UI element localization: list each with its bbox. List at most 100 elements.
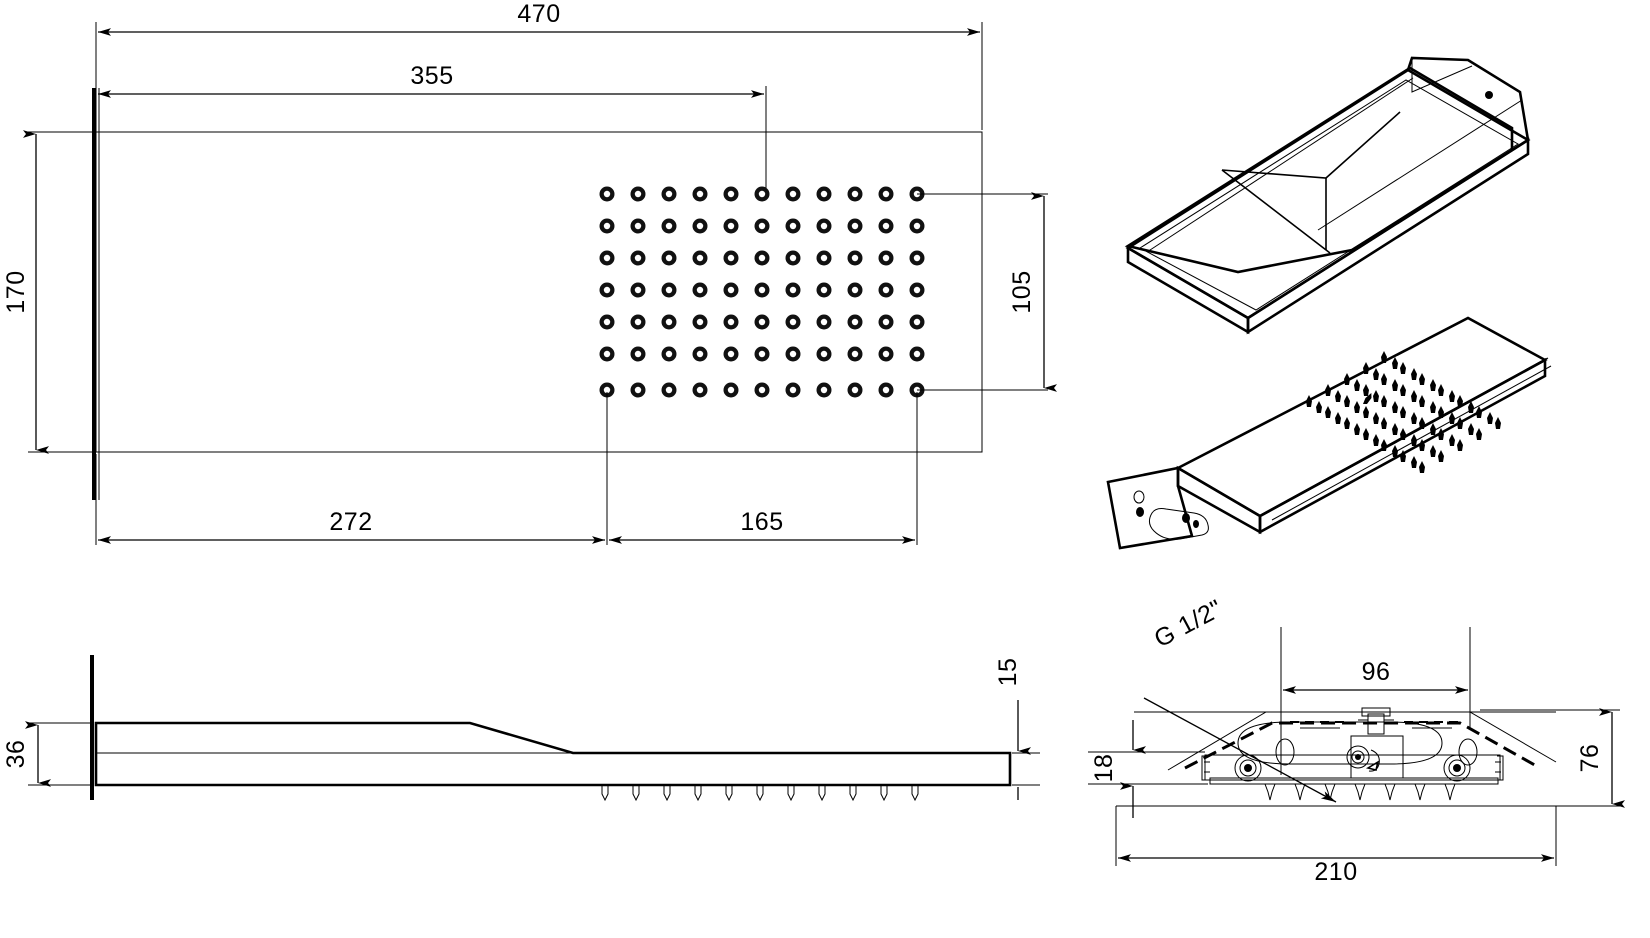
spray-nozzle-dot [599, 314, 615, 330]
dimension-210: 210 [1118, 854, 1554, 886]
iso2-left-end [1176, 465, 1262, 535]
spray-nozzle-dot [909, 346, 925, 362]
spray-nozzle-dot [878, 346, 894, 362]
spray-nozzle-dot [816, 314, 832, 330]
spray-nozzle-dot [909, 250, 925, 266]
dimension-170-label: 170 [2, 270, 30, 313]
spray-nozzle-dot [692, 282, 708, 298]
spray-nozzle-dot [692, 314, 708, 330]
section-top-nipple [1358, 707, 1394, 735]
iso1-front-edge [1246, 137, 1530, 335]
spray-nozzle-dot [878, 218, 894, 234]
spray-nozzle-dot [847, 218, 863, 234]
spray-nozzle-dot [754, 382, 770, 398]
spray-nozzle-dot [661, 314, 677, 330]
dimension-470: 470 [95, 0, 983, 130]
iso-view-nozzle-face [1106, 316, 1552, 550]
dimension-165-label: 165 [740, 508, 783, 536]
dimension-18: 18 [1088, 720, 1208, 818]
spray-nozzle-dot [661, 382, 677, 398]
dimension-272-label: 272 [329, 508, 372, 536]
spray-nozzle-dot [723, 314, 739, 330]
section-210-extension [1115, 805, 1557, 866]
dimension-76-label: 76 [1576, 744, 1604, 773]
dimension-36-label: 36 [2, 740, 30, 769]
iso1-mount-hole [1485, 91, 1493, 99]
spray-nozzle-dot [754, 314, 770, 330]
spray-nozzle-dot [847, 314, 863, 330]
spray-nozzle-dot [630, 186, 646, 202]
iso1-ridge-b [1146, 77, 1414, 253]
spray-nozzle-dot [878, 282, 894, 298]
spray-nozzle-dot [816, 382, 832, 398]
spray-nozzle-dot [785, 186, 801, 202]
spray-nozzle-dot [909, 282, 925, 298]
plan-view-group: 470 355 170 [2, 0, 1057, 545]
section-clip-left [1201, 755, 1210, 781]
spray-nozzle-dot [754, 218, 770, 234]
nozzle-row [599, 250, 925, 266]
nozzle-row [599, 314, 925, 330]
spray-nozzle-dot [599, 186, 615, 202]
dimension-105: 105 [917, 192, 1057, 392]
section-inlet-detail [1346, 745, 1380, 772]
spray-nozzle-dot [630, 250, 646, 266]
spray-nozzle-dot [878, 186, 894, 202]
spray-nozzle-dot [785, 346, 801, 362]
spray-nozzle-dot [630, 218, 646, 234]
spray-nozzle-dot [723, 250, 739, 266]
iso2-inlet-slot [1148, 508, 1209, 540]
nozzle-row [599, 218, 925, 234]
spray-nozzle-dot [754, 250, 770, 266]
iso2-nozzle-cluster [1306, 351, 1501, 473]
spray-nozzle-dot [692, 346, 708, 362]
spray-nozzle-dot [692, 186, 708, 202]
iso1-ridge-a [1317, 99, 1523, 231]
spray-nozzle-dot [692, 382, 708, 398]
side-elevation-group: 36 15 [2, 655, 1040, 802]
spray-nozzle-dot [816, 346, 832, 362]
thread-spec-label: G 1/2" [1150, 594, 1228, 653]
section-nozzle-stubs [1264, 783, 1456, 801]
spray-nozzle-dot [847, 382, 863, 398]
cross-section-group: 96 [1088, 594, 1625, 886]
spray-nozzle-dot [692, 218, 708, 234]
spray-nozzle-dot [754, 186, 770, 202]
spray-nozzle-dot [723, 382, 739, 398]
spray-nozzle-dot [630, 314, 646, 330]
spray-nozzle-dot [816, 218, 832, 234]
dimension-36: 36 [2, 721, 94, 787]
spray-nozzle-dot [630, 282, 646, 298]
spray-nozzle-dot [599, 346, 615, 362]
spray-nozzle-dot [816, 282, 832, 298]
spray-nozzle-dot [599, 250, 615, 266]
iso1-bracket [1406, 56, 1530, 141]
dimension-355-label: 355 [410, 62, 453, 90]
spray-nozzle-dot [785, 382, 801, 398]
spray-nozzle-dot [723, 218, 739, 234]
section-inlet-housing [1350, 735, 1404, 779]
iso-view-channel [1124, 56, 1531, 335]
nozzle-row [599, 282, 925, 298]
spray-nozzle-dot [847, 186, 863, 202]
spray-nozzle-dot [847, 346, 863, 362]
spray-nozzle-dot [909, 218, 925, 234]
spray-nozzle-dot [630, 382, 646, 398]
nozzle-row [599, 186, 925, 202]
iso2-nozzle-field [1363, 393, 1372, 404]
iso1-bracket-face [1411, 58, 1473, 93]
nozzle-row [599, 382, 925, 398]
spray-nozzle-dot [723, 282, 739, 298]
spray-nozzle-dot [661, 346, 677, 362]
spray-nozzle-dot [785, 282, 801, 298]
iso2-groove-1 [1265, 357, 1549, 513]
dimension-355: 355 [95, 62, 767, 190]
spray-nozzle-dot [754, 346, 770, 362]
iso2-hole-small-4 [1193, 520, 1199, 528]
dimension-96: 96 [1280, 627, 1471, 775]
spray-nozzle-dot [599, 218, 615, 234]
iso2-end-plate [1106, 466, 1194, 550]
spray-nozzle-dot [661, 282, 677, 298]
dimension-15: 15 [994, 658, 1040, 800]
